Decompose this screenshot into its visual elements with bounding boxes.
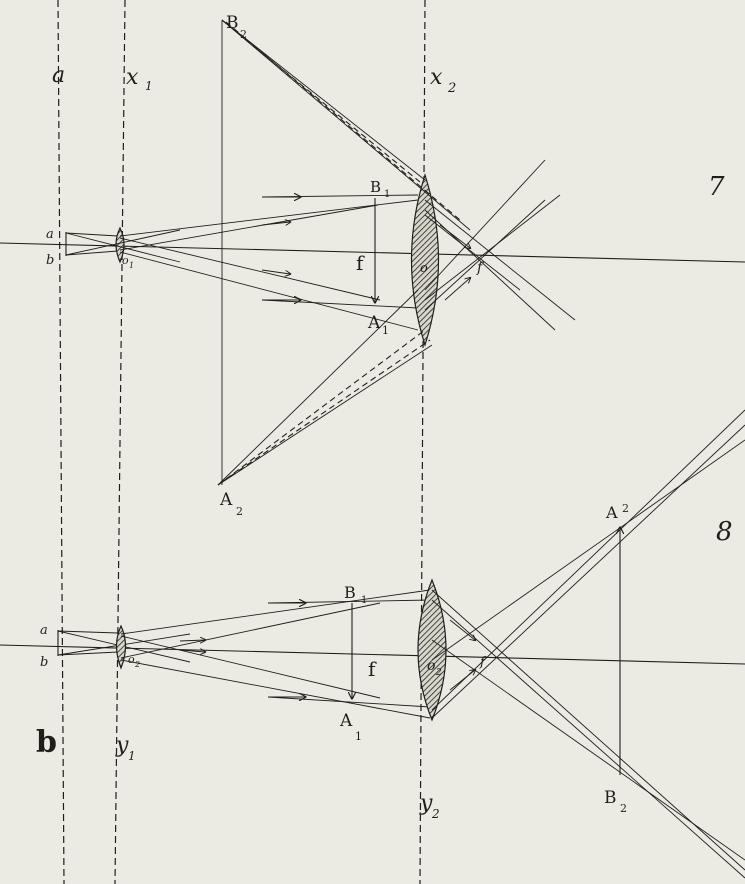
fig8-focal-f: f <box>368 657 377 681</box>
fig7-label-B2: B <box>226 13 239 33</box>
fig7-label-A1: A <box>367 313 381 333</box>
fig8-label-B1p: B <box>344 583 356 602</box>
svg-text:1: 1 <box>355 730 362 743</box>
svg-text:1: 1 <box>129 261 134 270</box>
fig8-label-y1: y <box>115 733 129 758</box>
fig8-focus-f: f <box>479 655 487 670</box>
fig7-label-x1-sub: 1 <box>145 79 153 93</box>
fig7-obj-a: a <box>46 227 54 242</box>
figure-7: a x 1 x 2 B 2 A 2 B 1 A 1 a b o 1 o f f … <box>0 13 745 518</box>
svg-text:2: 2 <box>622 502 629 515</box>
plane-x1-line <box>114 0 126 884</box>
fig7-focal-f: f <box>356 251 365 275</box>
svg-text:2: 2 <box>620 802 627 815</box>
fig8-label-y2: y <box>419 791 433 816</box>
fig7-focus-f: f <box>476 260 485 276</box>
figure-number-8: 8 <box>716 517 733 547</box>
fig7-obj-b: b <box>46 253 54 268</box>
svg-text:2: 2 <box>240 28 247 41</box>
fig8-label-A1p: A <box>339 711 353 731</box>
fig7-label-x2: x <box>430 65 443 90</box>
svg-text:1: 1 <box>382 324 389 337</box>
fig7-label-x1: x <box>126 65 139 90</box>
figure-8: b y 1 y 2 B 1 A 1 A 2 B 2 a b o 2 o 2 f … <box>0 409 745 879</box>
fig7-label-B1: B <box>370 178 381 196</box>
fig7-optical-axis <box>0 242 745 263</box>
fig8-obj-b: b <box>40 655 48 670</box>
fig7-small-lens <box>115 226 125 264</box>
fig7-label-x2-sub: 2 <box>447 81 456 96</box>
svg-text:1: 1 <box>361 595 367 606</box>
fig8-lens-o2-big: o <box>427 658 435 674</box>
fig8-label-B2p: B <box>604 788 617 808</box>
fig8-obj-a: a <box>40 623 48 638</box>
svg-text:2: 2 <box>431 807 440 821</box>
fig7-label-A2: A <box>219 490 233 510</box>
fig8-big-lens <box>417 578 447 722</box>
svg-text:2: 2 <box>236 505 243 518</box>
figure-number-7: 7 <box>708 172 725 202</box>
fig7-lens-o1: o <box>122 254 129 267</box>
plane-a-line <box>57 0 65 884</box>
svg-text:2: 2 <box>134 660 140 669</box>
plane-x2-line <box>419 0 426 884</box>
svg-text:1: 1 <box>384 189 390 200</box>
vertical-planes <box>57 0 426 884</box>
svg-text:2: 2 <box>435 668 442 678</box>
fig7-lens-o: o <box>420 261 428 276</box>
fig7-label-a: a <box>52 63 65 88</box>
fig7-big-lens <box>410 173 440 347</box>
fig8-label-b: b <box>36 725 57 760</box>
fig8-label-A2p: A <box>605 503 618 522</box>
svg-text:1: 1 <box>128 749 136 763</box>
fig8-lens-o2-small: o <box>128 653 135 666</box>
